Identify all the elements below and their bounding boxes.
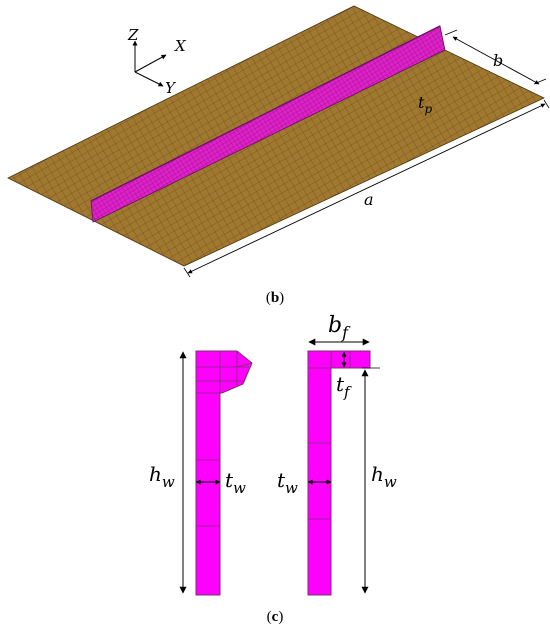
coordinate-axes: Z X Y — [127, 26, 187, 97]
caption-c: (c) — [267, 609, 284, 625]
z-axis-label: Z — [127, 26, 139, 44]
x-axis-label: X — [174, 37, 187, 55]
stiffened-plate-model — [7, 5, 545, 267]
angle-tw-label: tw — [277, 468, 298, 497]
dimension-b: b — [444, 29, 547, 85]
dimension-a-arrow — [187, 103, 546, 274]
y-axis-label: Y — [165, 79, 177, 97]
caption-b: (b) — [266, 290, 284, 306]
x-axis-arrow — [134, 54, 167, 73]
angle-tf-label: tf — [336, 372, 352, 401]
bulb-tw-label: tw — [225, 468, 246, 497]
plate-thickness-label: tp — [418, 93, 432, 116]
angle-section: bf tf tw hw — [277, 313, 397, 596]
bulb-section: hw tw — [149, 350, 253, 596]
dimension-a-label: a — [364, 190, 374, 209]
dimension-a: a — [183, 99, 550, 278]
dimension-b-label: b — [493, 51, 503, 70]
bulb-hw-label: hw — [149, 462, 175, 491]
dimension-b-arrow — [452, 36, 540, 85]
bulb-section-shape — [195, 350, 253, 596]
angle-bf-label: bf — [328, 313, 351, 342]
y-axis-arrow — [134, 71, 164, 87]
plate — [7, 5, 545, 267]
angle-hw-label: hw — [371, 462, 397, 491]
